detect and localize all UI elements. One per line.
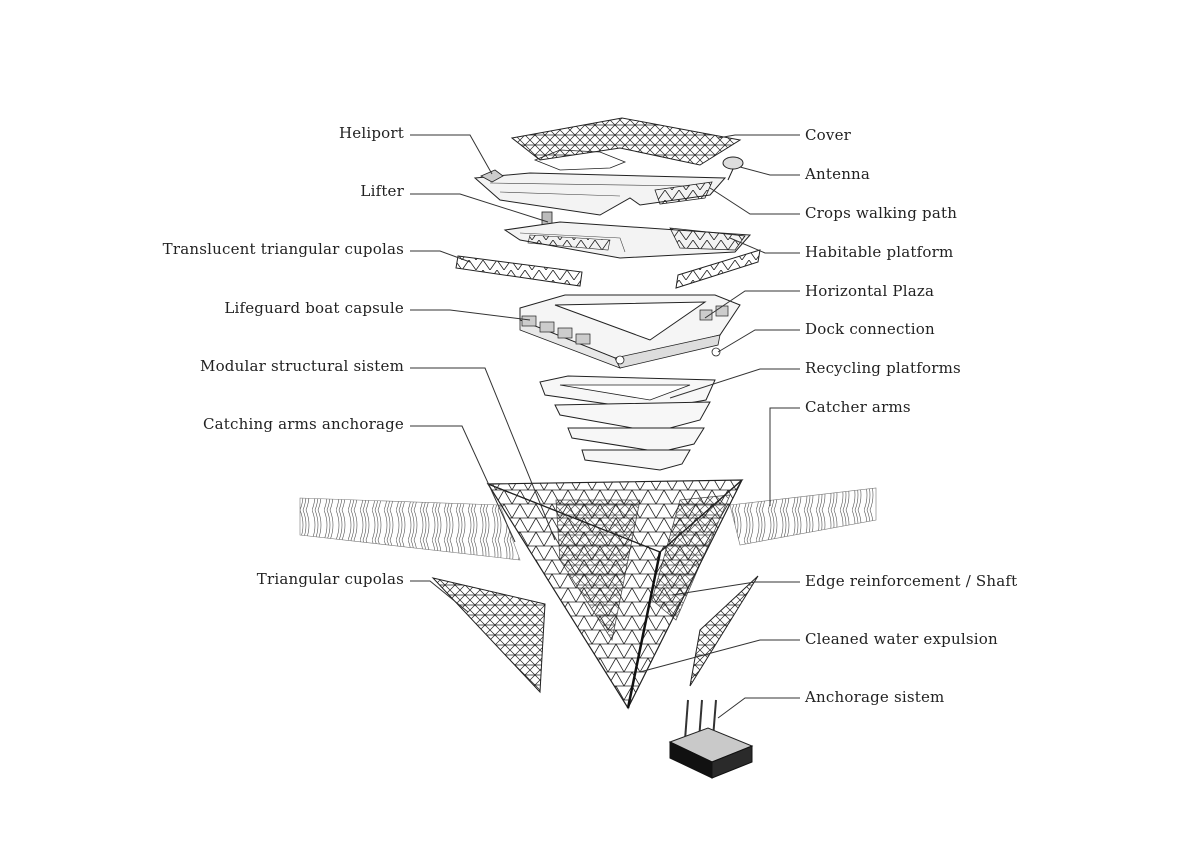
label-lifeguard-boat-capsule: Lifeguard boat capsule bbox=[224, 299, 404, 317]
label-triangular-cupolas: Triangular cupolas bbox=[256, 570, 404, 588]
inverted-pyramid bbox=[486, 479, 744, 710]
translucent-cupolas bbox=[455, 249, 761, 289]
label-antenna: Antenna bbox=[805, 165, 871, 183]
label-cover: Cover bbox=[805, 126, 852, 144]
label-habitable-platform: Habitable platform bbox=[805, 243, 954, 261]
label-dock-connection: Dock connection bbox=[805, 320, 935, 338]
recycling-platforms bbox=[539, 375, 716, 471]
anchorage-sistem bbox=[668, 699, 754, 779]
label-recycling-platforms: Recycling platforms bbox=[805, 359, 961, 377]
habitable-platform bbox=[503, 221, 752, 259]
label-crops-walking-path: Crops walking path bbox=[805, 204, 958, 222]
label-cleaned-water-expulsion: Cleaned water expulsion bbox=[805, 630, 998, 648]
label-catching-arms-anchorage: Catching arms anchorage bbox=[202, 415, 404, 433]
cover-structure bbox=[510, 117, 742, 171]
label-modular-structural-sistem: Modular structural sistem bbox=[200, 357, 404, 375]
heliport-platform bbox=[473, 169, 727, 216]
horizontal-plaza bbox=[519, 294, 741, 369]
label-catcher-arms: Catcher arms bbox=[805, 398, 911, 416]
right-leader-lines bbox=[639, 134, 800, 719]
label-edge-reinforcement-shaft: Edge reinforcement / Shaft bbox=[805, 572, 1018, 590]
label-lifter: Lifter bbox=[360, 182, 404, 200]
catcher-arms bbox=[299, 487, 877, 561]
antenna-dish bbox=[722, 156, 744, 181]
label-translucent-triangular-cupolas: Translucent triangular cupolas bbox=[162, 240, 404, 258]
label-heliport: Heliport bbox=[339, 124, 404, 142]
left-leader-lines bbox=[410, 134, 556, 613]
label-anchorage-sistem: Anchorage sistem bbox=[805, 688, 945, 706]
label-horizontal-plaza: Horizontal Plaza bbox=[805, 282, 935, 300]
